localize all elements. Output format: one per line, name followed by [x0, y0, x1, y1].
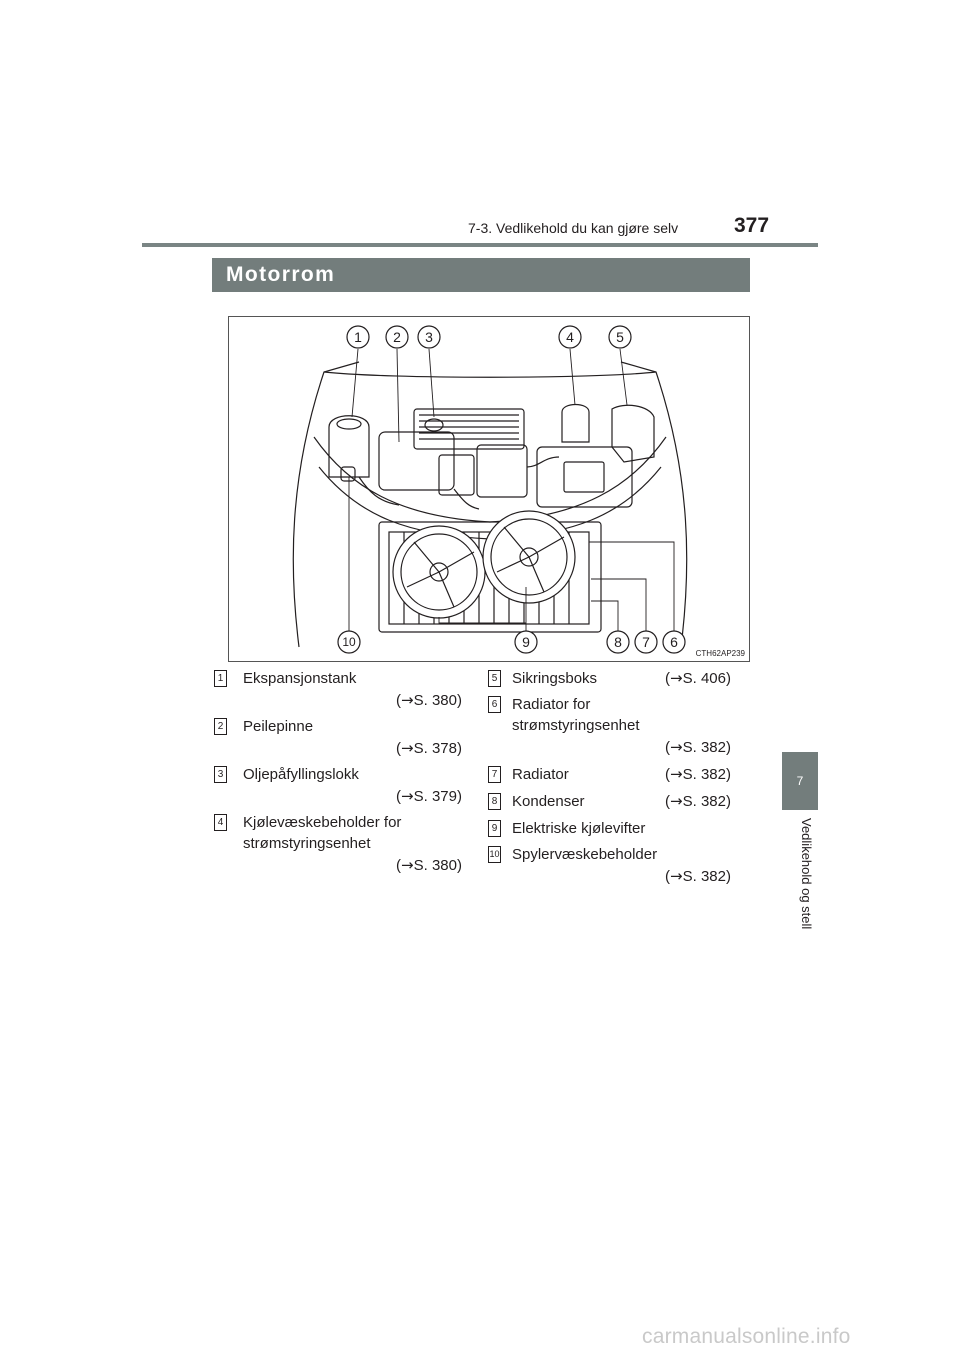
- callout-marker: [514, 630, 538, 654]
- legend-item: 9 Elektriske kjølevifter: [488, 818, 731, 840]
- legend-item: 3 Oljepåfyllingslokk (→S. 379): [214, 764, 462, 808]
- arrow-icon: →: [670, 669, 683, 687]
- item-label: Radiator for: [512, 696, 591, 713]
- item-label: Peilepinne: [243, 718, 314, 735]
- page-reference-text: S. 380: [413, 692, 457, 709]
- arrow-icon: →: [670, 792, 683, 810]
- callout-marker: [417, 325, 441, 349]
- item-number-badge: 1: [214, 670, 227, 687]
- page-reference: (→S. 379): [396, 787, 462, 805]
- arrow-icon: →: [670, 738, 683, 756]
- item-number-badge: 9: [488, 820, 501, 837]
- engine-bay-figure: 1 2 3 4 5 6 7 8 9 10 CTH62AP239: [228, 316, 750, 662]
- item-number-badge: 2: [214, 718, 227, 735]
- callout-marker: [634, 630, 658, 654]
- callout-marker: [337, 630, 361, 654]
- callout-10: 10: [342, 635, 356, 649]
- callout-marker: [608, 325, 632, 349]
- item-label: Spylervæskebeholder: [512, 846, 658, 863]
- arrow-icon: →: [401, 739, 414, 757]
- chapter-tab: 7: [782, 752, 818, 810]
- engine-bay-illustration: [292, 348, 688, 648]
- page-reference: (→S. 380): [396, 691, 462, 709]
- legend-item: 7 Radiator (→S. 382): [488, 764, 731, 786]
- arrow-icon: →: [670, 867, 683, 885]
- page-reference: (→S. 382): [665, 738, 731, 756]
- item-number-badge: 7: [488, 766, 501, 783]
- page-reference-text: S. 382: [682, 766, 726, 783]
- item-number-badge: 3: [214, 766, 227, 783]
- legend-item: 2 Peilepinne (→S. 378): [214, 716, 462, 760]
- arrow-icon: →: [401, 787, 414, 805]
- callout-4: 4: [566, 329, 574, 345]
- item-label: Elektriske kjølevifter: [512, 820, 646, 837]
- callout-9: 9: [522, 634, 530, 650]
- page-reference: (→S. 382): [665, 867, 731, 885]
- page-reference-text: S. 382: [682, 793, 726, 810]
- page-reference: (→S. 382): [665, 792, 731, 810]
- legend-item: 8 Kondenser (→S. 382): [488, 791, 731, 813]
- item-number-badge: 10: [488, 846, 501, 863]
- page-reference: (→S. 382): [665, 765, 731, 783]
- item-label-line-2: strømstyringsenhet: [243, 835, 371, 852]
- item-label: Ekspansjonstank: [243, 670, 357, 687]
- legend-item: 4 Kjølevæskebeholder for strømstyringsen…: [214, 812, 462, 878]
- arrow-icon: →: [401, 691, 414, 709]
- callout-8: 8: [614, 634, 622, 650]
- chapter-tab-label: Vedlikehold og stell: [799, 818, 814, 930]
- callout-marker: [346, 325, 370, 349]
- header-divider: [142, 243, 818, 247]
- chapter-tab-number: 7: [796, 774, 804, 788]
- page-reference: (→S. 380): [396, 856, 462, 874]
- page-reference-text: S. 379: [413, 788, 457, 805]
- callout-7: 7: [642, 634, 650, 650]
- page-reference-text: S. 378: [413, 740, 457, 757]
- item-label: Sikringsboks: [512, 670, 598, 687]
- item-label: Oljepåfyllingslokk: [243, 766, 359, 783]
- page-reference-text: S. 382: [682, 868, 726, 885]
- callout-marker: [606, 630, 630, 654]
- arrow-icon: →: [401, 856, 414, 874]
- callout-marker: [558, 325, 582, 349]
- legend-item: 5 Sikringsboks (→S. 406): [488, 668, 731, 690]
- legend-item: 10 Spylervæskebeholder (→S. 382): [488, 844, 731, 888]
- callout-1: 1: [354, 329, 362, 345]
- callout-marker: [662, 630, 686, 654]
- arrow-icon: →: [670, 765, 683, 783]
- figure-code: CTH62AP239: [695, 649, 745, 658]
- legend-item: 6 Radiator for strømstyringsenhet (→S. 3…: [488, 694, 731, 760]
- page-reference: (→S. 406): [665, 669, 731, 687]
- item-number-badge: 8: [488, 793, 501, 810]
- header-section-ref: 7-3. Vedlikehold du kan gjøre selv: [468, 220, 679, 236]
- item-label-line-2: strømstyringsenhet: [512, 717, 640, 734]
- callout-3: 3: [425, 329, 433, 345]
- callout-2: 2: [393, 329, 401, 345]
- section-title-bar: Motorrom: [212, 258, 750, 292]
- page-reference-text: S. 382: [682, 739, 726, 756]
- page-reference-text: S. 380: [413, 857, 457, 874]
- footer-watermark: carmanualsonline.info: [642, 1325, 851, 1348]
- page-reference-text: S. 406: [682, 670, 726, 687]
- callout-marker: [385, 325, 409, 349]
- item-label: Kjølevæskebeholder for: [243, 814, 402, 831]
- page-number: 377: [734, 214, 770, 237]
- item-number-badge: 4: [214, 814, 227, 831]
- callout-5: 5: [616, 329, 624, 345]
- page-reference: (→S. 378): [396, 739, 462, 757]
- callout-6: 6: [670, 634, 678, 650]
- item-label: Radiator: [512, 766, 569, 783]
- item-label: Kondenser: [512, 793, 585, 810]
- section-title: Motorrom: [226, 263, 336, 286]
- item-number-badge: 6: [488, 696, 501, 713]
- item-number-badge: 5: [488, 670, 501, 687]
- legend-item: 1 Ekspansjonstank (→S. 380): [214, 668, 462, 712]
